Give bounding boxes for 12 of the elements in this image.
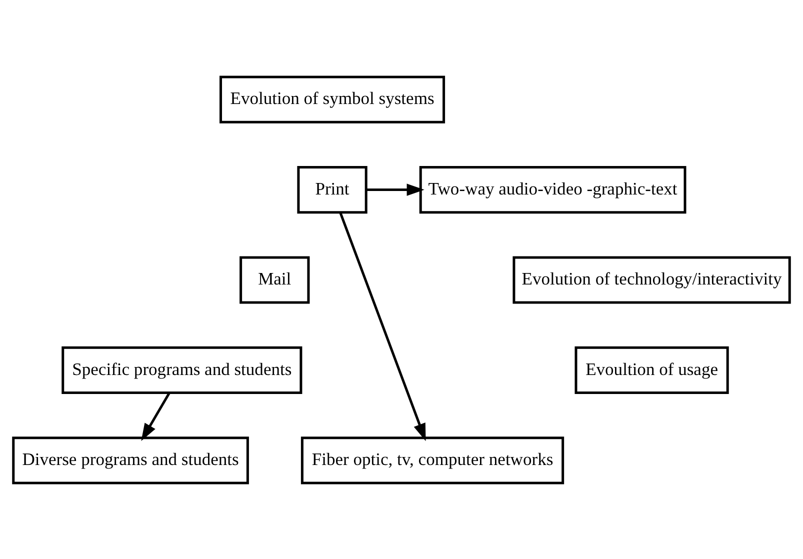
node-box: Evolution of technology/interactivity (512, 256, 791, 304)
node-box: Print (297, 165, 368, 214)
node-box: Mail (240, 256, 310, 304)
node-box: Evolution of symbol systems (220, 75, 446, 123)
node-box: Two-way audio-video -graphic-text (419, 165, 686, 214)
arrow (339, 212, 426, 441)
node-box: Diverse programs and students (12, 436, 249, 484)
arrow (141, 392, 170, 441)
arrow (366, 183, 424, 196)
node-box: Specific programs and students (62, 346, 302, 394)
node-box: Fiber optic, tv, computer networks (300, 436, 564, 484)
node-box: Evoultion of usage (574, 346, 729, 394)
